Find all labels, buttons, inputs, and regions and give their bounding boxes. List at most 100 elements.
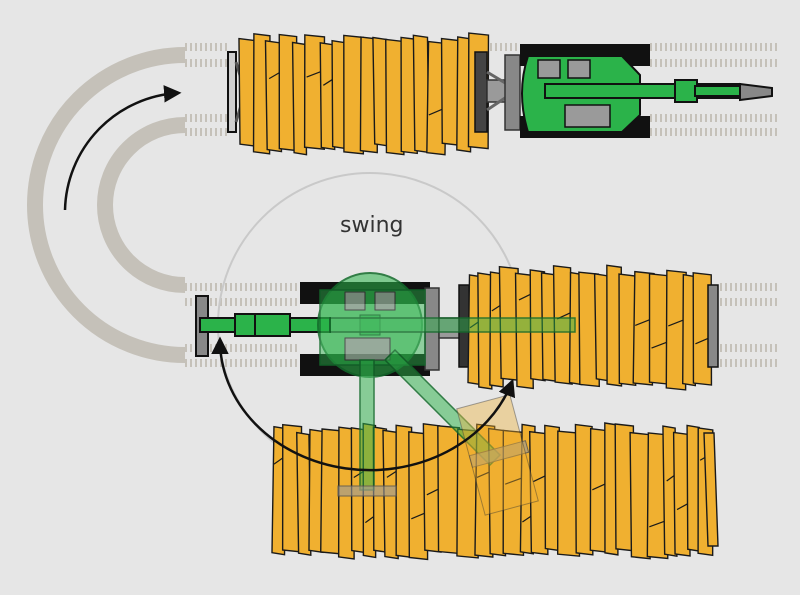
rail-tick (205, 359, 207, 367)
log-knot (268, 72, 280, 80)
u-turn-arrow (63, 85, 182, 211)
rail-tick (185, 43, 187, 51)
bottom-boom-joint-1 (234, 313, 256, 337)
loader-cab-panel (344, 337, 391, 361)
rail-tick (740, 114, 742, 122)
rail-tick (200, 114, 202, 122)
rail-tick (230, 283, 232, 291)
rail-tick (250, 298, 252, 306)
rail-tick (700, 114, 702, 122)
top-cab-panel (564, 104, 611, 128)
rail-tick (700, 59, 702, 67)
rail-tick (215, 344, 217, 352)
log-knot (322, 78, 334, 86)
rail-tick (200, 359, 202, 367)
top-boom-joint (674, 79, 698, 103)
rail-tick (650, 43, 652, 51)
rail-tick (675, 128, 677, 136)
rail-tick (495, 43, 497, 51)
rail-tick (720, 344, 722, 352)
bottom-boom-joint-2 (254, 313, 291, 337)
log (606, 264, 623, 387)
rail-tick (665, 128, 667, 136)
bottom-log-load (467, 264, 713, 391)
rail-tick (735, 114, 737, 122)
rail-tick (665, 114, 667, 122)
loader-grapple-diagonal (468, 440, 530, 468)
rail-tick (220, 59, 222, 67)
rail-tick (770, 59, 772, 67)
log-knot (533, 475, 547, 483)
rail-tick (720, 59, 722, 67)
rail-tick (720, 359, 722, 367)
rail-tick (190, 359, 192, 367)
log (556, 430, 581, 557)
rail-tick (695, 114, 697, 122)
rail-tick (190, 283, 192, 291)
rail-tick (735, 344, 737, 352)
log (456, 36, 473, 153)
log-knot (306, 70, 323, 78)
rail-tick (230, 359, 232, 367)
rail-tick (675, 59, 677, 67)
rail-tick (210, 43, 212, 51)
log-knot (695, 337, 710, 345)
rail-tick (650, 59, 652, 67)
loose-log (703, 432, 719, 547)
rail-tick (690, 114, 692, 122)
rail-tick (230, 298, 232, 306)
rail-tick (260, 344, 262, 352)
rail-tick (775, 128, 777, 136)
rail-tick (755, 344, 757, 352)
rail-tick (705, 43, 707, 51)
rail-tick (225, 59, 227, 67)
rail-tick (745, 43, 747, 51)
rail-tick (715, 43, 717, 51)
rail-tick (195, 128, 197, 136)
log (291, 41, 308, 156)
rail-tick (720, 114, 722, 122)
rail-tick (775, 359, 777, 367)
rail-tick (660, 43, 662, 51)
rail-tick (760, 114, 762, 122)
rail-tick (255, 298, 257, 306)
log (319, 42, 336, 151)
rail-tick (240, 283, 242, 291)
log (528, 430, 549, 556)
rail-tick (660, 128, 662, 136)
log-knot (518, 293, 532, 301)
log (514, 272, 534, 390)
loader-boom-across (329, 317, 576, 333)
rail-tick (770, 283, 772, 291)
rail-tick (270, 344, 272, 352)
log (264, 40, 283, 153)
top-boom-arm (694, 85, 744, 97)
rail-tick (245, 283, 247, 291)
log-knot (386, 470, 397, 478)
log (343, 34, 365, 155)
rail-tick (215, 59, 217, 67)
log-knot (428, 108, 444, 116)
rail-tick (760, 298, 762, 306)
rail-tick (225, 114, 227, 122)
rail-tick (725, 283, 727, 291)
rail-tick (210, 344, 212, 352)
rail-tick (650, 114, 652, 122)
top-grapple (739, 82, 773, 102)
rail-tick (680, 43, 682, 51)
rail-tick (740, 359, 742, 367)
rail-tick (770, 344, 772, 352)
rail-tick (200, 128, 202, 136)
rail-tick (710, 128, 712, 136)
log (665, 269, 687, 391)
rail-tick (705, 128, 707, 136)
u-turn-track (27, 47, 186, 363)
rail-tick (205, 114, 207, 122)
rail-tick (765, 344, 767, 352)
rail-tick (265, 359, 267, 367)
rail-tick (295, 298, 297, 306)
rail-tick (190, 43, 192, 51)
rail-tick (740, 128, 742, 136)
rail-tick (655, 128, 657, 136)
top-frame-plate (504, 54, 521, 131)
